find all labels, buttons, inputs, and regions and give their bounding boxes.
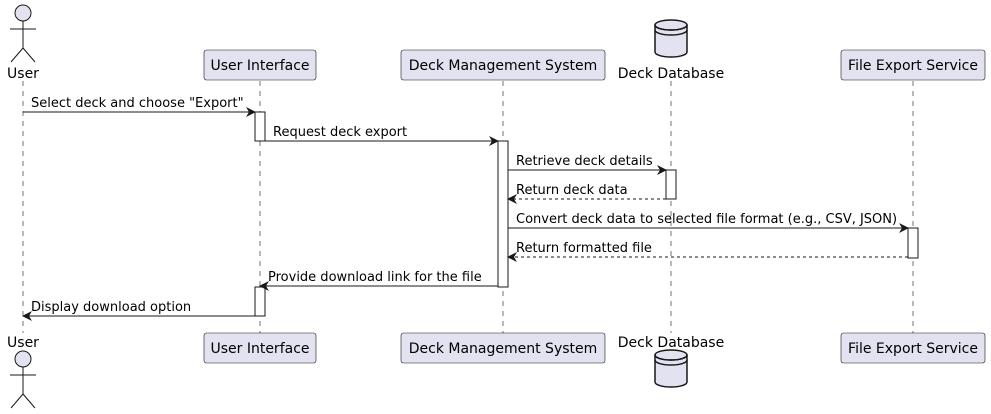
database-icon [654,349,688,388]
participant-db-top: Deck Database [618,19,724,82]
activation-bar-fes-4 [907,227,919,259]
participant-box [400,332,606,364]
participant-ui-top: User Interface [203,49,317,81]
participant-label: File Export Service [848,341,978,357]
activation-bar-ui-1 [254,111,266,142]
participant-user-bottom: User [7,335,39,409]
activation-bar-ui-5 [254,286,266,317]
participant-label: User Interface [210,341,309,357]
message-label-1: Select deck and choose "Export" [31,96,244,111]
actor-icon [10,350,36,409]
message-label-4: Return deck data [516,183,628,198]
actor-icon [10,4,36,63]
participant-label: User [7,66,39,82]
participant-ui-bottom: User Interface [203,332,317,364]
participant-dms-top: Deck Management System [400,49,606,81]
activation-bar-db-3 [665,169,677,200]
participant-db-bottom: Deck Database [618,335,724,388]
participant-label: User [7,335,39,351]
message-label-3: Retrieve deck details [516,154,653,169]
activation-bar-dms-2 [497,140,509,288]
participant-label: Deck Management System [409,58,598,74]
participant-label: Deck Database [618,335,724,351]
participant-fes-top: File Export Service [840,49,986,81]
message-label-8: Display download option [31,300,191,315]
message-label-7: Provide download link for the file [268,270,482,285]
participant-box [840,332,986,364]
participant-dms-bottom: Deck Management System [400,332,606,364]
participant-label: Deck Management System [409,341,598,357]
participant-box [203,332,317,364]
participant-box [840,49,986,81]
participant-label: File Export Service [848,58,978,74]
participant-box [400,49,606,81]
message-label-2: Request deck export [273,125,407,140]
participant-user-top: User [7,4,39,82]
participant-label: User Interface [210,58,309,74]
participant-fes-bottom: File Export Service [840,332,986,364]
participant-label: Deck Database [618,66,724,82]
message-label-6: Return formatted file [516,241,652,256]
database-icon [654,19,688,58]
message-label-5: Convert deck data to selected file forma… [516,212,897,227]
participant-box [203,49,317,81]
